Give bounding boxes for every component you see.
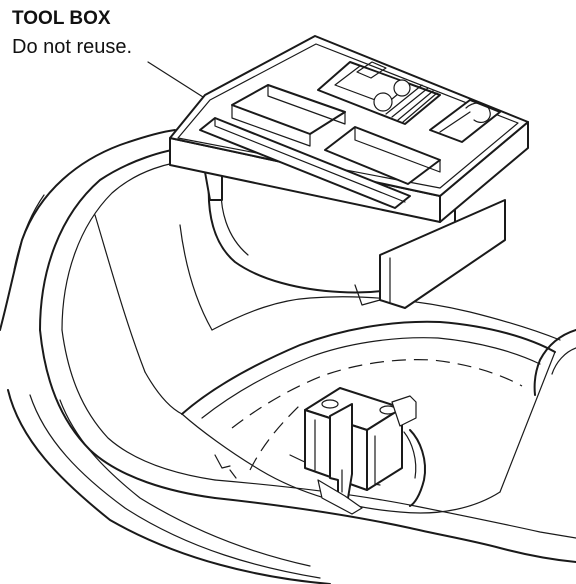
trunk-right-wall <box>551 347 576 375</box>
tool-box-right-skirt <box>379 199 506 309</box>
battery-base-plate <box>317 479 363 515</box>
tool-pouch-disc-2 <box>393 79 411 97</box>
trunk-sill-bottom-inner <box>214 479 576 539</box>
callout-title: TOOL BOX <box>12 8 111 29</box>
left-wall-edge-2 <box>179 224 213 331</box>
compartment-trough-wall <box>214 117 406 203</box>
left-wall-edge <box>94 214 146 373</box>
battery-cable-2 <box>403 431 417 479</box>
tool-pouch-stripes <box>385 84 438 123</box>
battery-clamp <box>391 395 417 427</box>
trunk-opening-right <box>533 329 576 396</box>
battery-hold-down <box>329 403 353 503</box>
tool-pouch-square <box>356 61 387 79</box>
sill-notch <box>229 469 237 479</box>
compartment-front-right-wall <box>354 126 441 173</box>
trunk-sill-left-inner <box>61 329 216 481</box>
tool-box-skirt-notch <box>354 284 381 306</box>
callout-note: Do not reuse. <box>12 36 133 58</box>
tool-pouch-disc-1 <box>373 92 393 112</box>
tool-slot <box>429 99 501 143</box>
trunk-opening-outer <box>39 147 206 331</box>
floor-well-inner-rim <box>201 337 541 419</box>
body-outline <box>0 129 176 331</box>
floor-well-dashed <box>231 359 523 429</box>
floor-well-rim <box>181 320 556 415</box>
bumper-top-edge <box>7 389 331 584</box>
wrench-icon <box>439 102 491 133</box>
latch-detail <box>214 454 231 469</box>
floor-well-right <box>499 351 556 493</box>
tool-box-top <box>169 35 529 197</box>
tool-pouch-panel <box>334 65 411 105</box>
battery <box>304 387 426 515</box>
floor-well-dashed-2 <box>249 404 301 471</box>
trunk-sill-bottom <box>214 497 576 563</box>
compartment-rear-left-wall <box>231 104 311 147</box>
callout-leader-line <box>147 61 204 98</box>
trunk-opening-inner <box>61 159 196 331</box>
compartment-rear-left-back <box>267 84 346 125</box>
battery-cable <box>409 429 426 507</box>
battery-terminal-left <box>321 399 339 409</box>
battery-side <box>366 407 403 491</box>
tool-box <box>169 35 529 309</box>
trunk-sill-left <box>39 329 216 499</box>
left-flap <box>13 194 45 271</box>
bumper-inner-edge <box>29 394 321 579</box>
left-wall-lower <box>144 371 183 415</box>
